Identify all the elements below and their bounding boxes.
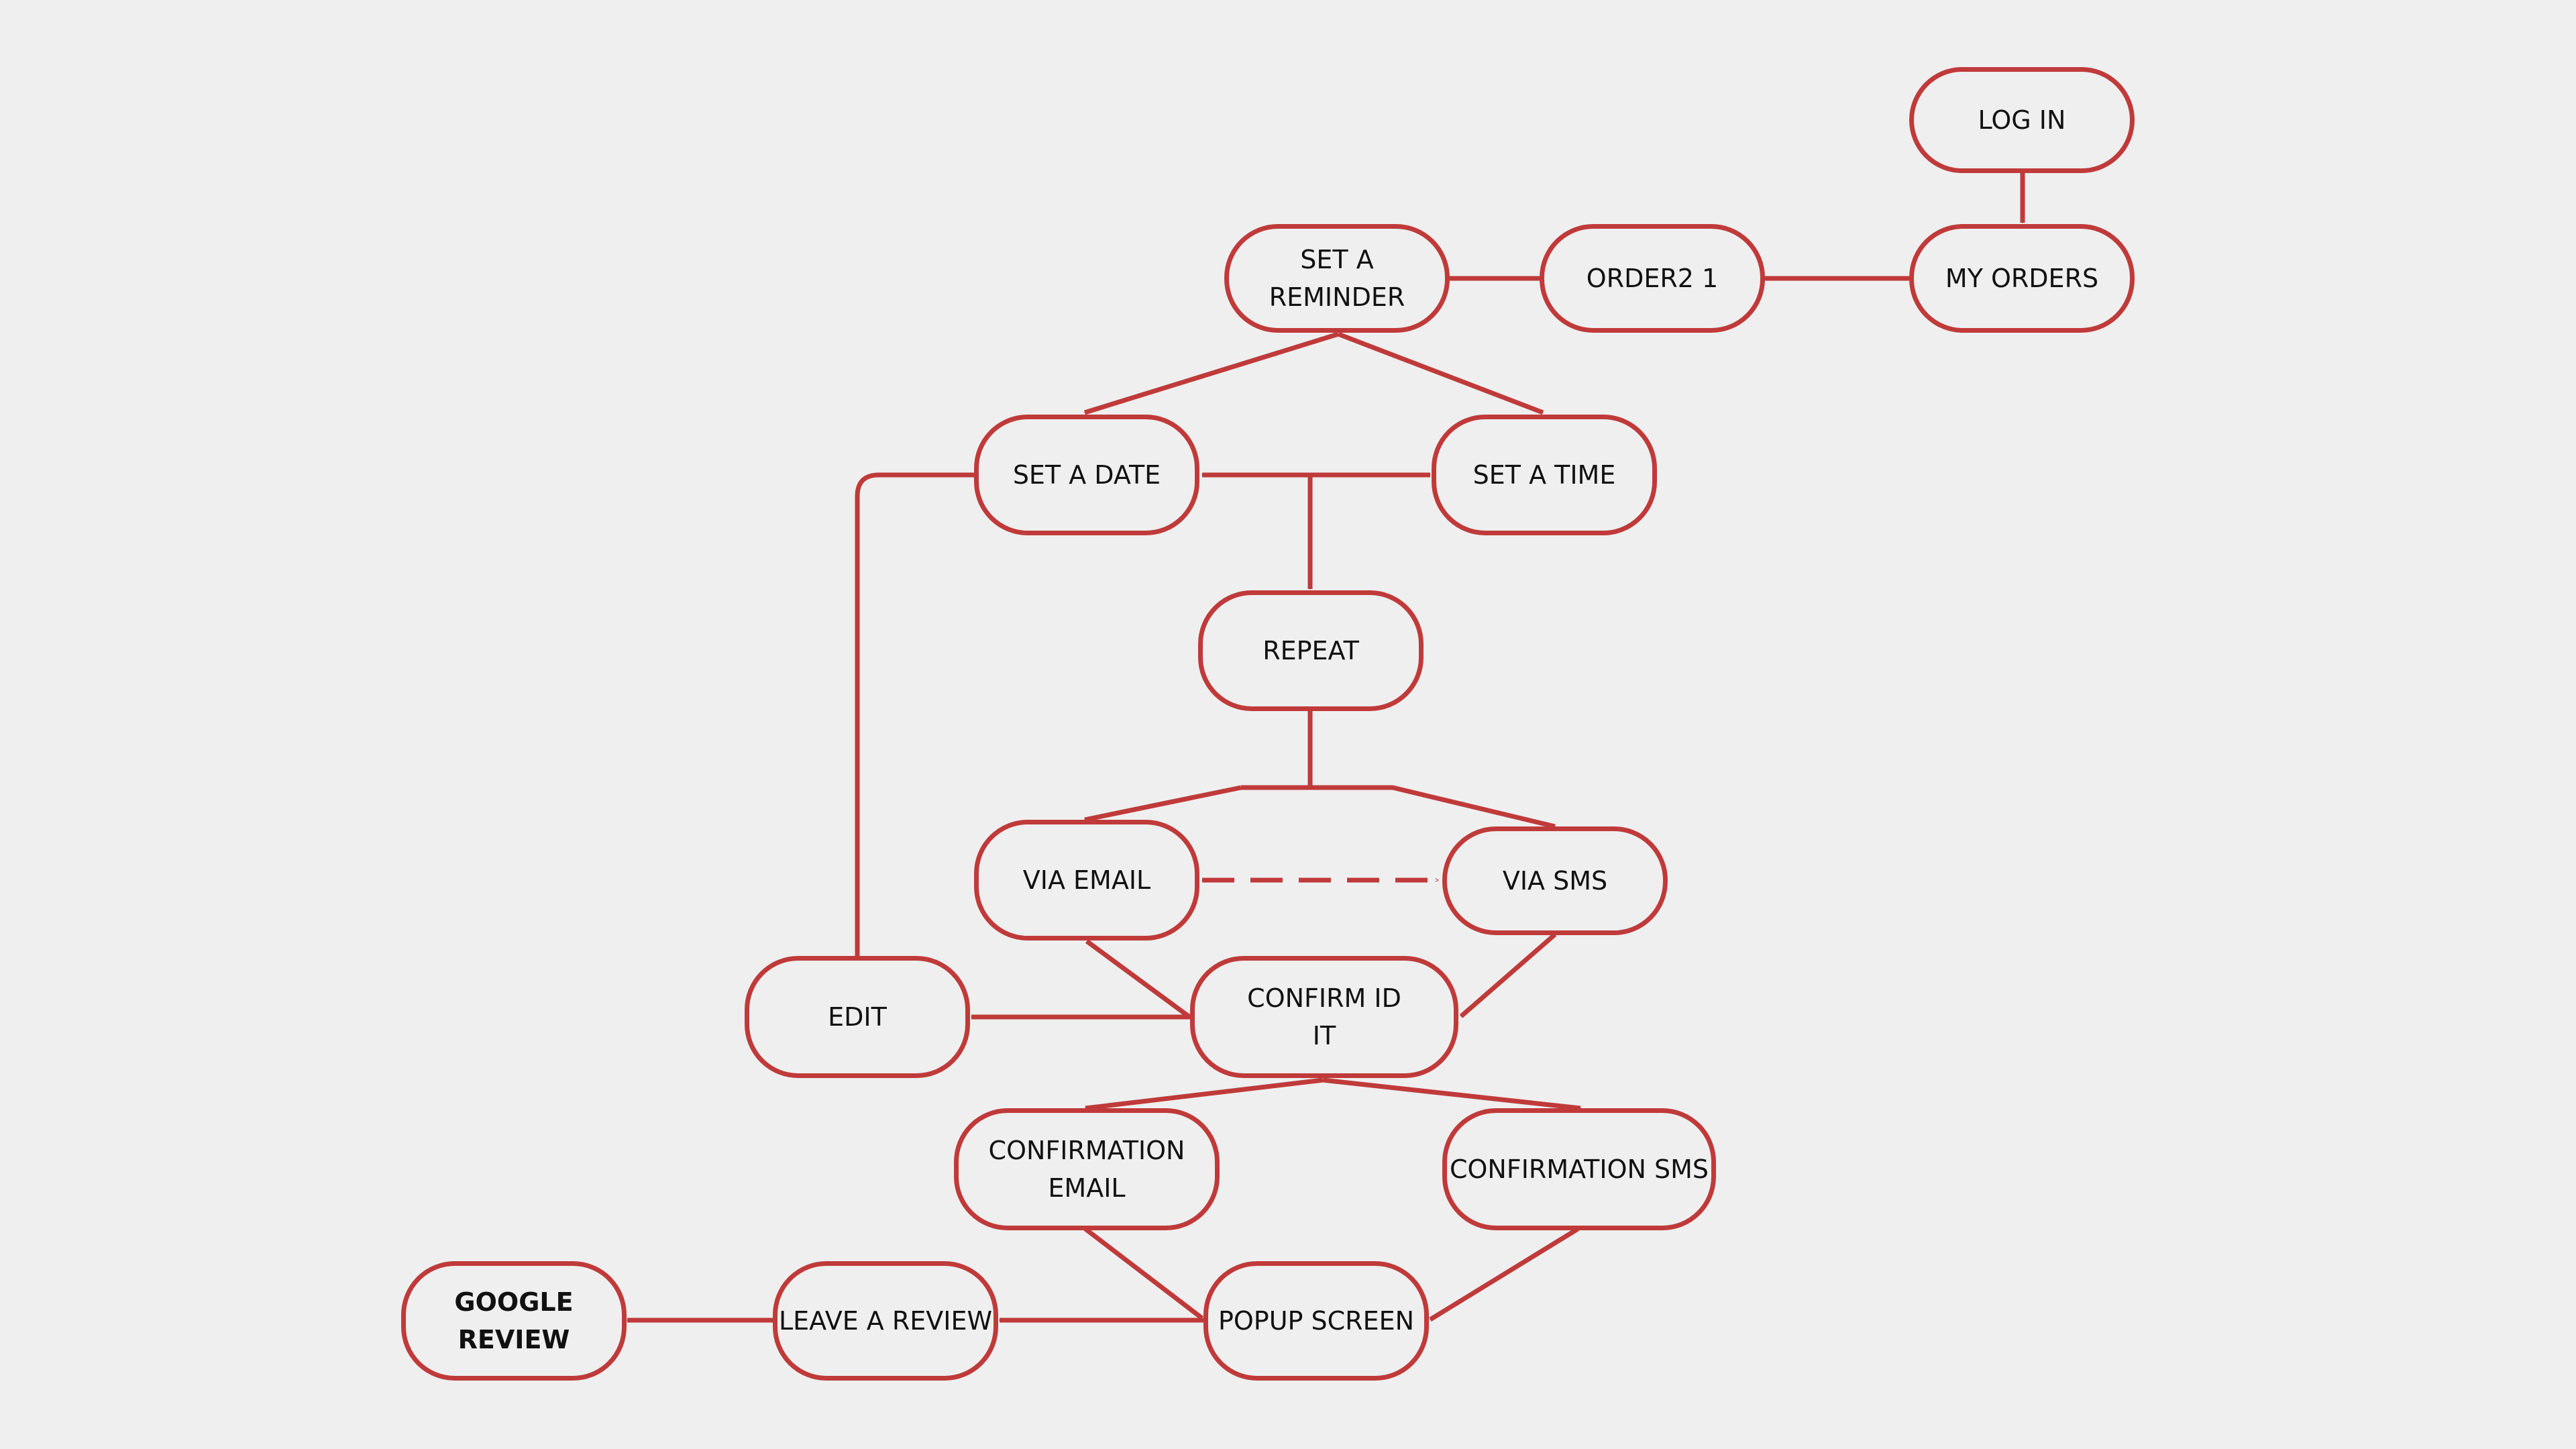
node-label: POPUP SCREEN [1218,1306,1415,1336]
node-label: CONFIRMATION SMS [1449,1155,1709,1184]
edge-confirm-to-confemail [1085,1077,1324,1111]
edge-repeat-to-sms [1310,785,1555,829]
node-leave-review: LEAVE A REVIEW [773,1261,998,1381]
node-via-email: VIA EMAIL [974,820,1199,941]
node-label: SET A REMINDER [1269,245,1405,312]
node-label: SET A TIME [1472,460,1616,490]
node-google-review: GOOGLE REVIEW [401,1261,627,1381]
node-set-reminder: SET A REMINDER [1224,224,1450,333]
node-label: LOG IN [1978,105,2066,135]
node-label: VIA SMS [1502,866,1608,896]
node-label: VIA EMAIL [1022,865,1151,895]
edge-confsms-to-popup [1429,1227,1579,1322]
node-label: ORDER2 1 [1586,264,1719,293]
edge-sms-to-confirm [1459,932,1557,1018]
node-my-orders: MY ORDERS [1909,224,2135,333]
edge-confemail-to-popup [1083,1227,1204,1320]
edge-email-to-confirm [1085,939,1191,1018]
edge-confirm-to-confsms [1322,1077,1580,1111]
edge-reminder-to-time [1337,331,1543,415]
node-repeat: REPEAT [1198,590,1424,711]
edge-repeat-to-email [1085,785,1242,822]
node-label: REPEAT [1263,636,1359,665]
node-label: CONFIRM ID IT [1247,983,1401,1051]
node-edit: EDIT [745,956,970,1078]
edge-reminder-to-date [1085,331,1340,415]
node-popup-screen: POPUP SCREEN [1203,1261,1429,1381]
node-order: ORDER2 1 [1540,224,1765,333]
node-label: EDIT [828,1002,887,1032]
node-confirmation-sms: CONFIRMATION SMS [1442,1108,1716,1230]
node-label: LEAVE A REVIEW [778,1306,993,1336]
node-label: SET A DATE [1012,460,1161,490]
node-label: GOOGLE REVIEW [454,1287,574,1354]
node-set-date: SET A DATE [974,415,1199,535]
node-set-time: SET A TIME [1432,415,1657,535]
edge-edit-to-date [855,472,974,956]
node-label: CONFIRMATION EMAIL [988,1136,1185,1203]
node-confirmation-email: CONFIRMATION EMAIL [954,1108,1220,1230]
node-label: MY ORDERS [1945,264,2099,293]
node-log-in: LOG IN [1909,67,2135,173]
node-confirm-id: CONFIRM ID IT [1190,956,1458,1078]
edge-repeat-split [1241,711,1313,790]
node-via-sms: VIA SMS [1442,826,1668,935]
